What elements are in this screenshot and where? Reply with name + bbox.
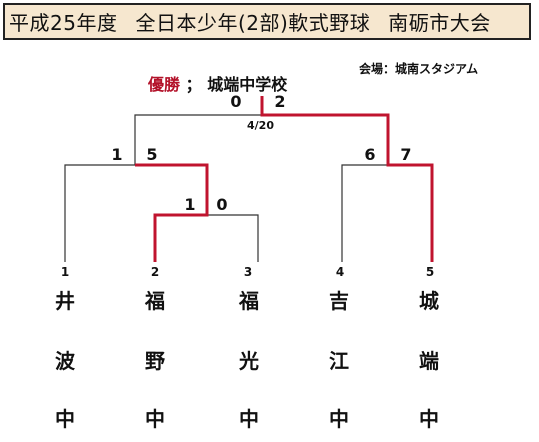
team-4-name-char-1: 吉 (329, 289, 349, 313)
event-label: 全日本少年(2部)軟式野球 (135, 11, 371, 35)
bracket-line-fukuno (135, 163, 209, 262)
bracket-line-fukumitsu (207, 214, 259, 262)
first-round-score-left: 1 (184, 195, 196, 214)
team-4-name-char-2: 江 (329, 349, 349, 373)
team-4-name-char-3: 中 (329, 407, 349, 431)
bracket-line-semifinal-left (134, 114, 262, 165)
venue-label: 会場：城南スタジアム (359, 62, 479, 76)
team-1-name-char-2: 波 (55, 349, 75, 373)
team-3-name-char-1: 福 (239, 289, 259, 313)
champion-team: 城端中学校 (207, 75, 288, 94)
team-5-name-char-2: 端 (419, 349, 439, 373)
team-4-seed: 4 (335, 265, 345, 279)
semifinal-left-score-left: 1 (111, 145, 123, 164)
final-score-right: 2 (274, 92, 286, 111)
team-1-name-char-3: 中 (55, 407, 75, 431)
team-5-seed: 5 (425, 265, 435, 279)
bracket-line-ibara (64, 164, 135, 262)
team-2-seed: 2 (150, 265, 160, 279)
team-3-seed: 3 (243, 265, 253, 279)
team-5-name-char-3: 中 (419, 407, 439, 431)
team-3-name-char-2: 光 (239, 349, 259, 373)
team-5-name-char-1: 城 (419, 289, 439, 313)
team-3-name-char-3: 中 (239, 407, 259, 431)
team-2-name-char-1: 福 (145, 289, 165, 313)
team-2-name-char-2: 野 (145, 349, 165, 373)
team-1-seed: 1 (60, 265, 70, 279)
bracket-line-johana (260, 96, 434, 262)
season-label: 平成25年度 (9, 11, 118, 35)
team-2-name-char-3: 中 (145, 407, 165, 431)
champion-line: 優勝 ； 城端中学校 (148, 71, 287, 95)
champion-separator: ； (185, 75, 202, 94)
tournament-title-banner: 平成25年度 全日本少年(2部)軟式野球 南砺市大会 (3, 3, 531, 40)
team-1-name-char-1: 井 (55, 289, 75, 313)
champion-label: 優勝 (148, 75, 181, 94)
final-date: 4/20 (247, 119, 274, 132)
tournament-name: 南砺市大会 (388, 11, 491, 35)
bracket-line-yoshie (341, 164, 388, 262)
first-round-score-right: 0 (216, 195, 228, 214)
semifinal-right-score-right: 7 (400, 145, 412, 164)
final-score-left: 0 (230, 92, 242, 111)
semifinal-left-score-right: 5 (146, 145, 158, 164)
semifinal-right-score-left: 6 (364, 145, 376, 164)
